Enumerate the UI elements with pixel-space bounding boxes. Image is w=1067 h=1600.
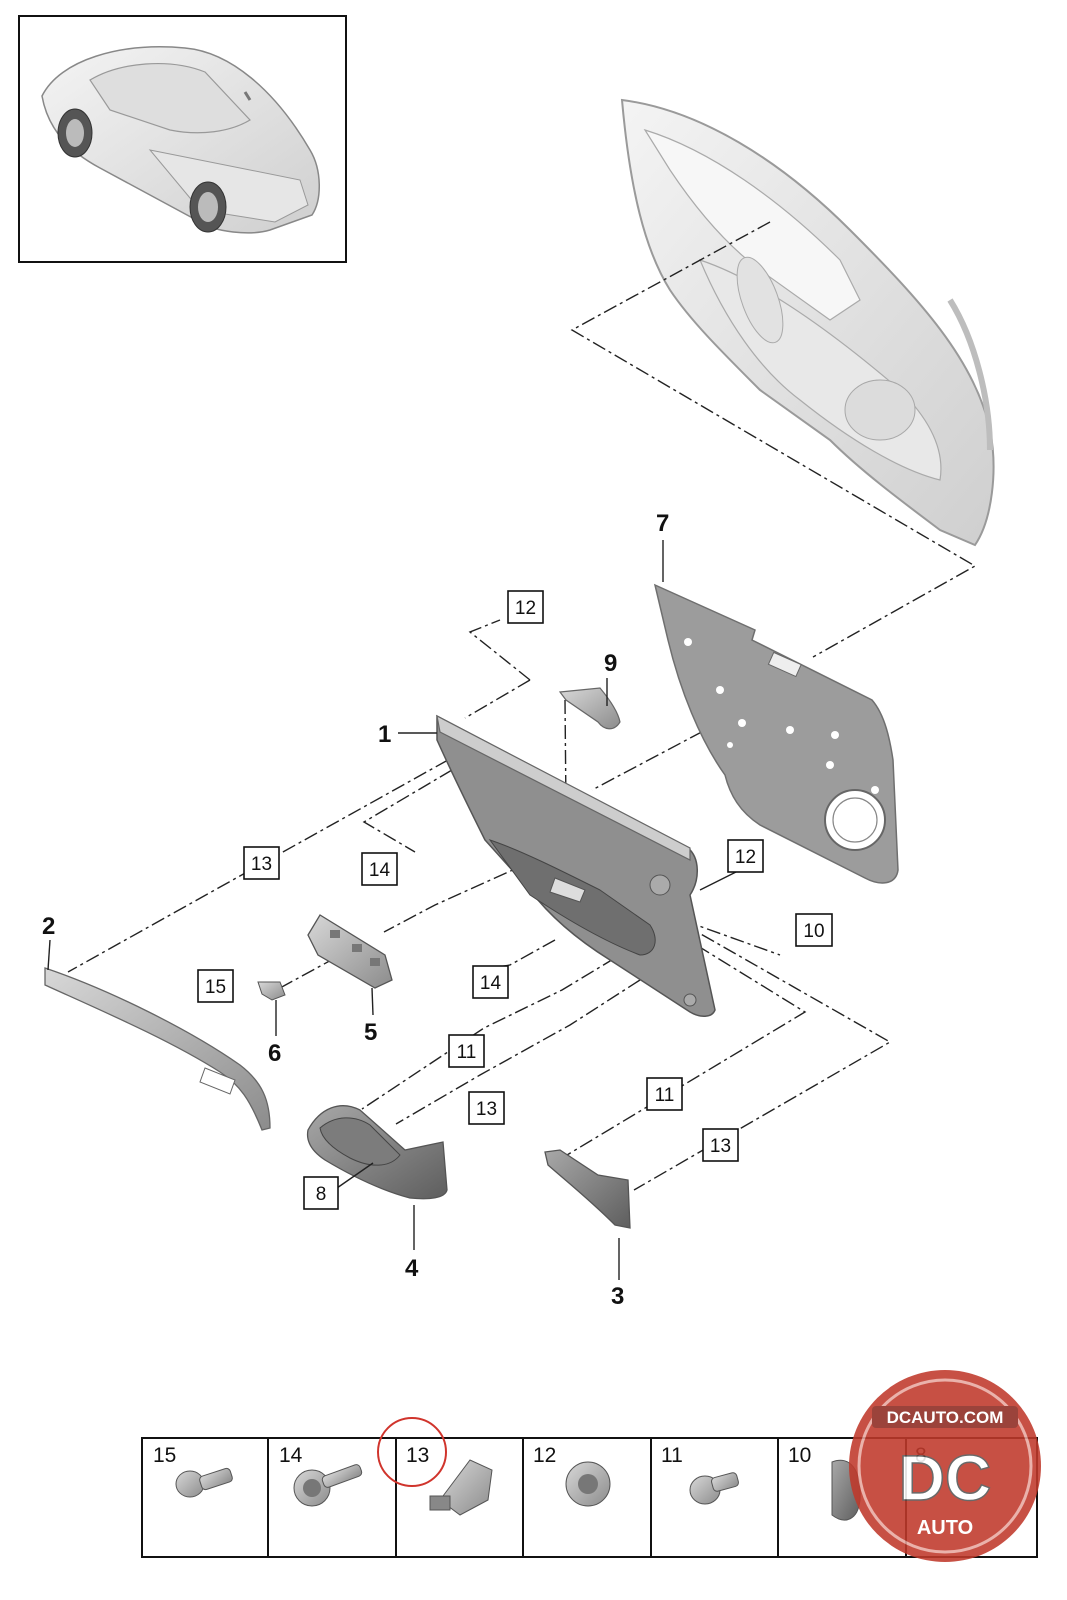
watermark-monogram: DC xyxy=(899,1442,991,1514)
callout-2: 2 xyxy=(42,913,55,940)
callout-numbers: 1 2 3 4 5 6 7 9 xyxy=(42,510,669,1310)
box-label-13-right: 13 xyxy=(702,1128,739,1162)
svg-text:13: 13 xyxy=(251,854,272,875)
door-shell xyxy=(620,98,995,547)
part-5-switch-bracket xyxy=(307,914,393,989)
nut-12-icon xyxy=(565,1461,611,1507)
part-1-door-trim-panel xyxy=(436,714,716,1017)
box-label-11-right: 11 xyxy=(646,1077,683,1111)
callout-4: 4 xyxy=(405,1255,419,1282)
callout-9: 9 xyxy=(604,650,617,677)
part-7-door-carrier xyxy=(653,583,899,884)
callout-6: 6 xyxy=(268,1040,281,1067)
svg-text:13: 13 xyxy=(476,1099,497,1120)
svg-text:14: 14 xyxy=(480,973,502,994)
part-9-trim-piece xyxy=(558,687,621,730)
table-cell-14-label: 14 xyxy=(279,1444,303,1467)
box-label-14-left: 14 xyxy=(361,852,398,886)
bolt-14-icon xyxy=(293,1464,363,1507)
box-label-12-right: 12 xyxy=(727,839,764,873)
box-label-11-left: 11 xyxy=(448,1034,485,1068)
box-label-15: 15 xyxy=(197,969,234,1003)
svg-text:12: 12 xyxy=(515,598,536,619)
part-2-decorative-strip xyxy=(44,967,271,1131)
svg-text:14: 14 xyxy=(369,860,391,881)
dcauto-watermark-logo: DCAUTO.COM DC AUTO xyxy=(849,1370,1041,1562)
table-cell-11-label: 11 xyxy=(661,1444,683,1467)
callout-3: 3 xyxy=(611,1283,624,1310)
svg-text:13: 13 xyxy=(710,1136,731,1157)
callout-leaders xyxy=(47,540,741,1280)
svg-text:15: 15 xyxy=(205,977,226,998)
callout-1: 1 xyxy=(378,721,391,748)
boxed-labels: 12 12 13 14 14 10 15 11 xyxy=(197,590,833,1210)
svg-text:12: 12 xyxy=(735,847,756,868)
vehicle-thumbnail xyxy=(18,15,347,263)
callout-5: 5 xyxy=(364,1019,377,1046)
svg-text:10: 10 xyxy=(803,921,824,942)
screw-15-icon xyxy=(175,1467,233,1498)
clip-13-icon xyxy=(429,1459,493,1516)
part-4-armrest xyxy=(306,1105,448,1200)
box-label-8: 8 xyxy=(303,1176,339,1210)
table-cell-15-label: 15 xyxy=(153,1444,176,1467)
box-label-10: 10 xyxy=(795,913,833,947)
table-cell-10-label: 10 xyxy=(788,1444,811,1467)
svg-text:8: 8 xyxy=(316,1184,327,1205)
svg-text:11: 11 xyxy=(457,1042,477,1063)
box-label-12-top: 12 xyxy=(507,590,544,624)
table-cell-12-label: 12 xyxy=(533,1444,556,1467)
box-label-13-center: 13 xyxy=(468,1091,505,1125)
watermark-top-text: DCAUTO.COM xyxy=(887,1408,1004,1427)
part-3-lower-trim xyxy=(544,1149,631,1229)
box-label-14-center: 14 xyxy=(472,965,509,999)
callout-7: 7 xyxy=(656,510,669,537)
table-cell-13-label: 13 xyxy=(406,1444,429,1467)
box-label-13-left: 13 xyxy=(243,846,280,880)
car-illustration xyxy=(41,46,320,234)
part-6-clip xyxy=(257,981,286,1001)
svg-text:11: 11 xyxy=(655,1085,675,1106)
highlight-circle xyxy=(377,1417,447,1487)
watermark-bottom-text: AUTO xyxy=(917,1517,973,1539)
rivet-11-icon xyxy=(689,1472,739,1505)
